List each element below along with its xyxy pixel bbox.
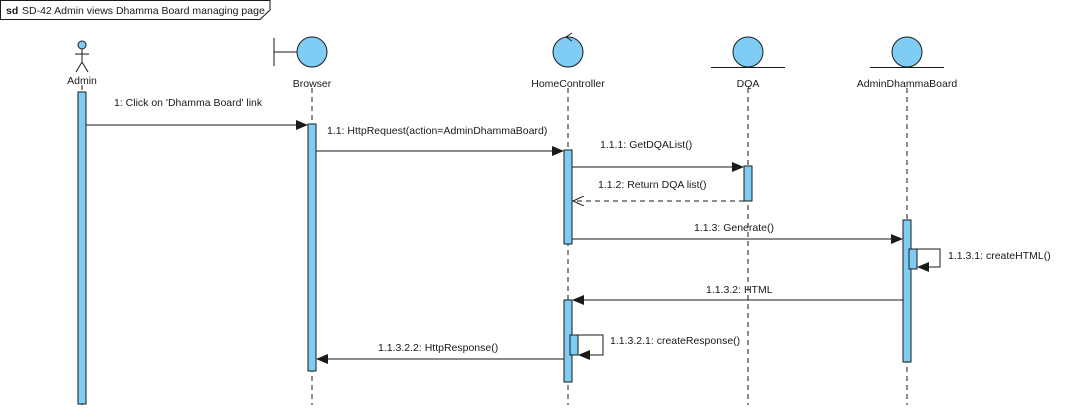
lifeline-browser-label: Browser	[293, 78, 332, 90]
activation-admindhammaboard-nested	[908, 248, 918, 270]
message-1-1-3-2-2-label: 1.1.3.2.2: HttpResponse()	[378, 342, 498, 354]
entity-icon	[870, 36, 944, 68]
message-1-1-3-2-1-label: 1.1.3.2.1: createResponse()	[610, 335, 740, 347]
control-icon	[552, 32, 584, 68]
admin-actor-icon	[75, 40, 89, 73]
message-1-1-3-2-label: 1.1.3.2: HTML	[706, 284, 773, 296]
activation-homecontroller-nested	[569, 334, 579, 356]
message-1-1-3-label: 1.1.3: Generate()	[694, 222, 774, 234]
message-1-label: 1: Click on 'Dhamma Board' link	[114, 97, 263, 109]
lifeline-dqa-label: DQA	[737, 78, 760, 90]
boundary-icon	[273, 36, 328, 68]
frame-label-box	[0, 0, 271, 20]
frame-title: SD-42 Admin views Dhamma Board managing …	[22, 5, 265, 17]
message-1-1-label: 1.1: HttpRequest(action=AdminDhammaBoard…	[327, 125, 547, 137]
message-1-1-3-1-arrow	[911, 248, 941, 272]
message-1-1-3-2-1-arrow	[572, 334, 604, 360]
message-1-1-3-1-label: 1.1.3.1: createHTML()	[948, 250, 1051, 262]
frame: sd SD-42 Admin views Dhamma Board managi…	[0, 0, 271, 20]
lifeline-admin-label: Admin	[67, 75, 97, 87]
lifeline-homecontroller-label: HomeController	[531, 78, 605, 90]
activation-admindhammaboard	[902, 219, 912, 363]
activation-admin	[77, 91, 87, 405]
lifeline-admindhammaboard-label: AdminDhammaBoard	[857, 78, 958, 90]
activation-dqa	[743, 165, 753, 202]
activation-browser	[307, 123, 317, 372]
message-1-1-1-label: 1.1.1: GetDQAList()	[600, 139, 692, 151]
activation-homecontroller-1	[563, 149, 573, 245]
frame-keyword: sd	[6, 5, 18, 17]
entity-icon	[711, 36, 785, 68]
message-1-1-2-label: 1.1.2: Return DQA list()	[598, 179, 707, 191]
